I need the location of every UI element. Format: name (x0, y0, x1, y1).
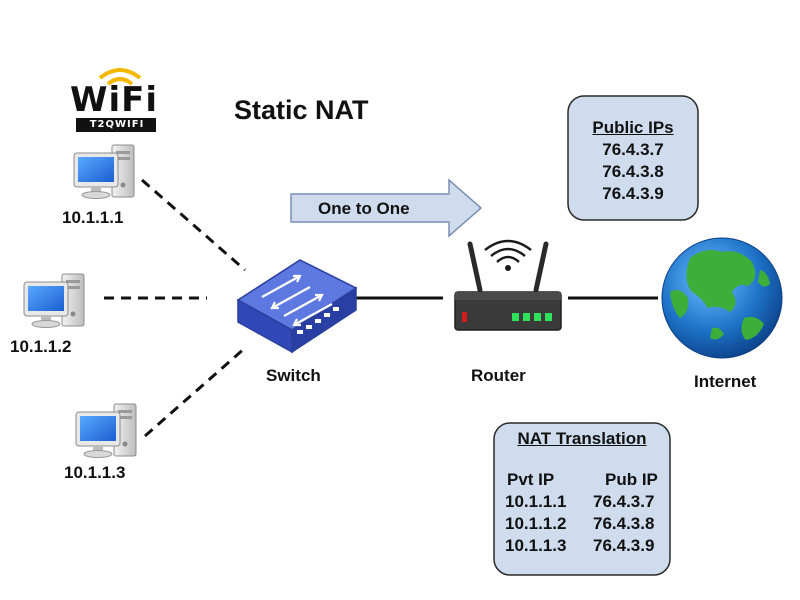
public-ip-value: 76.4.3.8 (602, 162, 664, 181)
link-host3-switch (144, 346, 246, 438)
nat-table-heading: NAT Translation (517, 429, 647, 448)
nat-column-header: Pub IP (605, 470, 658, 489)
diagram-title: Static NAT (234, 95, 369, 125)
nat-pvt-ip-cell: 10.1.1.2 (505, 514, 567, 533)
nat-column-header: Pvt IP (507, 470, 555, 489)
internet-label: Internet (694, 372, 757, 391)
nat-pub-ip-cell: 76.4.3.7 (593, 492, 655, 511)
logo-tagline-text: T2QWIFI (89, 119, 145, 130)
computer-icon (73, 144, 135, 199)
switch-label: Switch (266, 366, 321, 385)
public-ip-value: 76.4.3.7 (602, 140, 664, 159)
public-ips-heading: Public IPs (592, 118, 674, 137)
public-ip-value: 76.4.3.9 (602, 184, 664, 203)
one-to-one-label: One to One (318, 199, 410, 218)
globe-icon (661, 237, 783, 359)
computer-icon (23, 273, 85, 328)
nat-pvt-ip-cell: 10.1.1.1 (505, 492, 567, 511)
host-ip-label: 10.1.1.1 (62, 208, 124, 227)
host-ip-label: 10.1.1.2 (10, 337, 72, 356)
wifi-signal-icon (496, 255, 520, 263)
t2qwifi-logo (76, 68, 156, 132)
nat-pvt-ip-cell: 10.1.1.3 (505, 536, 567, 555)
computer-icon (75, 403, 137, 458)
router-icon (454, 239, 562, 331)
nat-translation-box (493, 422, 671, 576)
host-ip-label: 10.1.1.3 (64, 463, 126, 482)
nat-pub-ip-cell: 76.4.3.9 (593, 536, 655, 555)
router-label: Router (471, 366, 526, 385)
switch-icon (236, 259, 358, 354)
link-host1-switch (141, 178, 246, 272)
logo-brand-text: WiFi (70, 80, 159, 120)
one-to-one-arrow (290, 178, 483, 238)
wifi-wave-icon (98, 68, 142, 80)
links (104, 178, 658, 438)
public-ips-box (567, 95, 699, 221)
nat-pub-ip-cell: 76.4.3.8 (593, 514, 655, 533)
